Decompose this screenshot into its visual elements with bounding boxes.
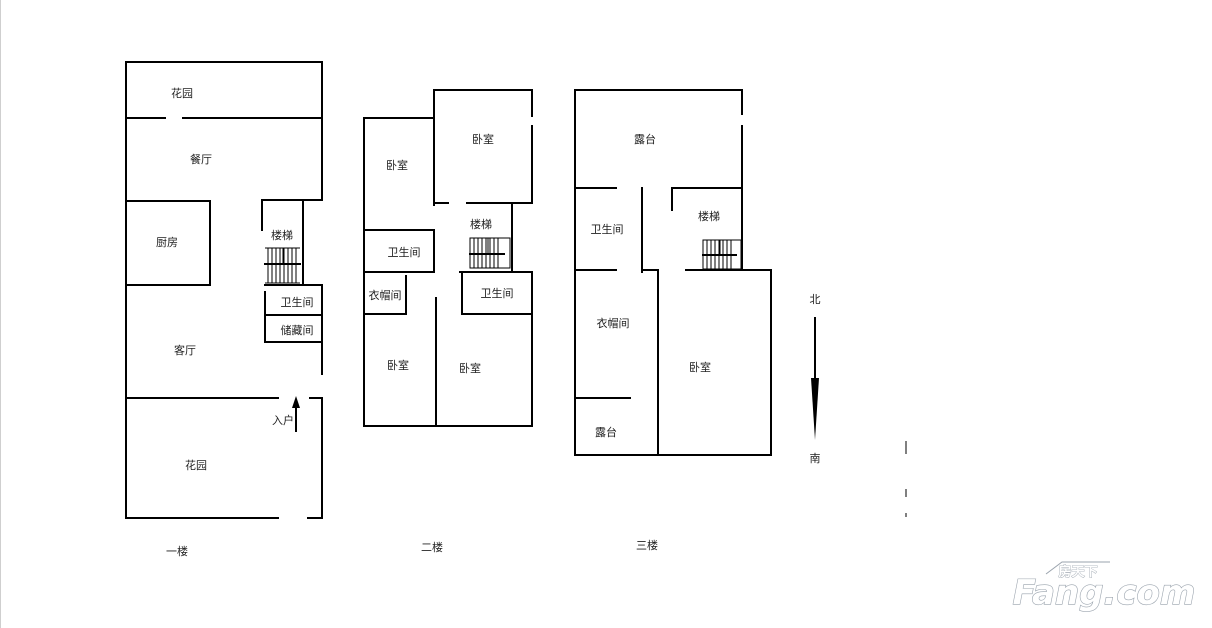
floor-1-label-dining: 餐厅 [190, 152, 212, 166]
floor-1-label-stairs: 楼梯 [271, 228, 293, 242]
floor-2-stairs-icon [469, 237, 511, 269]
floor-3-title: 三楼 [636, 538, 658, 552]
house-roof-icon [1045, 560, 1110, 576]
floor-1-label-garden-bottom: 花园 [185, 459, 207, 472]
floor-1-label-living: 客厅 [174, 343, 196, 357]
watermark-brand: Fang.com [1013, 573, 1196, 613]
floor-1-stairs-icon [264, 247, 301, 284]
compass: 北 南 [810, 293, 821, 465]
floor-1-label-kitchen: 厨房 [156, 236, 178, 249]
compass-south-label: 南 [810, 452, 821, 465]
floor-2-plan: 卧室 卧室 楼梯 卫生间 衣帽间 卫生间 卧室 卧室 二楼 [363, 89, 533, 554]
floor-1-label-bathroom: 卫生间 [281, 295, 314, 309]
floor-2-label-stairs: 楼梯 [470, 217, 492, 231]
compass-arrow-down-icon [811, 378, 819, 440]
floor-3-label-bedroom: 卧室 [689, 360, 711, 374]
compass-north-label: 北 [810, 293, 821, 306]
floor-2-label-bedroom-ne: 卧室 [472, 132, 494, 146]
floor-2-title: 二楼 [421, 540, 443, 554]
floor-3-plan: 露台 卫生间 楼梯 衣帽间 卧室 露台 三楼 [574, 89, 772, 552]
floor-3-label-stairs: 楼梯 [698, 209, 720, 223]
fang-com-watermark: 房天下 Fang.com [1012, 560, 1196, 614]
floor-3-label-wardrobe: 衣帽间 [597, 316, 630, 330]
floor-2-label-bedroom-sw: 卧室 [387, 358, 409, 372]
floor-2-label-bathroom-e: 卫生间 [481, 286, 514, 300]
floor-2-label-wardrobe: 衣帽间 [369, 288, 402, 302]
floor-3-label-terrace-top: 露台 [634, 132, 656, 146]
image-left-edge [0, 0, 1, 628]
floor-1-label-storage: 储藏间 [281, 323, 314, 337]
watermark-chinese-brand: 房天下 [1058, 564, 1097, 580]
floor-2-label-bathroom-w: 卫生间 [388, 245, 421, 259]
floor-1-entrance-arrow-icon [292, 396, 300, 432]
floor-2-label-bedroom-se: 卧室 [459, 361, 481, 375]
floor-1-label-garden-top: 花园 [171, 87, 193, 100]
floor-1-label-entrance: 入户 [272, 413, 294, 427]
floor-3-stairs-icon [702, 239, 742, 270]
floor-2-label-bedroom-nw: 卧室 [386, 158, 408, 172]
floor-1-title: 一楼 [166, 544, 188, 558]
floor-3-label-bathroom: 卫生间 [591, 222, 624, 236]
floor-1-plan: 花园 餐厅 厨房 楼梯 卫生间 储藏间 客厅 入户 花园 一楼 [125, 61, 323, 558]
floor-3-label-terrace-bottom: 露台 [595, 425, 617, 439]
